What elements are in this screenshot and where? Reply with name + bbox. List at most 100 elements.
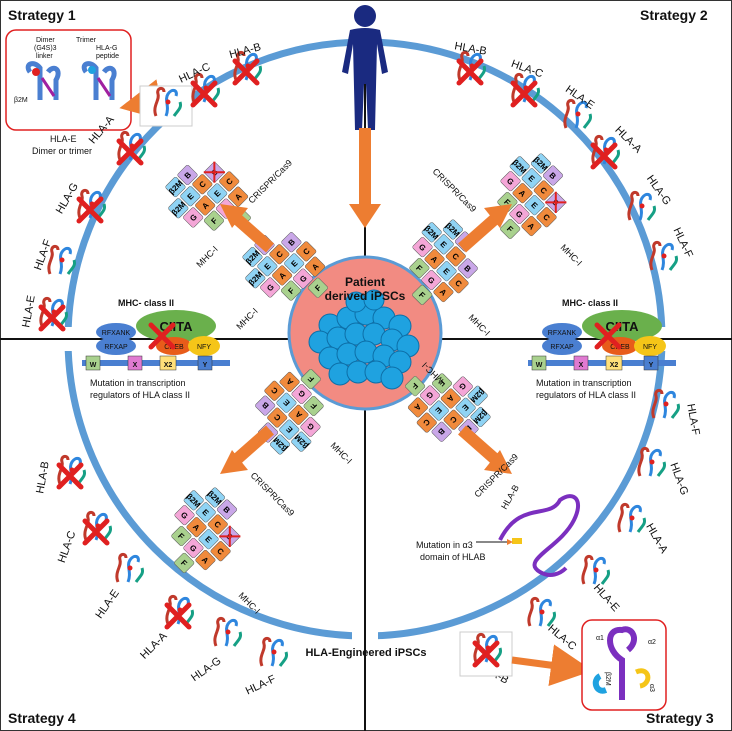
gene-block [165, 177, 186, 198]
gene-block-label: B [221, 505, 232, 516]
mhc-i-label-s2-outer: MHC-I [559, 242, 584, 267]
gene-block-label: F [309, 401, 319, 411]
mhc-ii-right-title: MHC- class II [562, 298, 618, 308]
gene-block-label: E [281, 397, 292, 408]
gene-block [207, 183, 228, 204]
gene-block-label: A [233, 192, 244, 203]
gene-block-label: F [209, 216, 219, 226]
gene-block-label: B [436, 426, 447, 437]
crispr-label-s1: CRISPR/Cas9 [246, 158, 294, 206]
gene-block-label: C [224, 176, 235, 187]
s2-hla-f-label: HLA-F [671, 226, 695, 260]
gene-block [412, 284, 433, 305]
gene-block-label: G [179, 510, 190, 521]
gene-block [500, 218, 521, 239]
inset3-a3-label: α3 [648, 684, 655, 692]
crispr-label-s4: CRISPR/Cas9 [249, 470, 297, 518]
gene-block-label: F [176, 531, 186, 541]
strategy-4-title: Strategy 4 [8, 710, 76, 726]
strategy-1-title: Strategy 1 [8, 7, 76, 23]
inset1-g4s-label: (G4S)3 [34, 45, 57, 52]
gene-knockout-mark [545, 201, 567, 204]
gene-block [195, 502, 216, 523]
gene-block [305, 256, 326, 277]
gene-block-label: F [179, 558, 189, 568]
gene-block [445, 246, 466, 267]
gene-block-label: E [186, 191, 197, 202]
mhc-ii-right-caption2: regulators of HLA class II [536, 390, 636, 400]
gene-block [195, 550, 216, 571]
gene-block-label: G [505, 176, 516, 187]
gene-block-label: C [272, 412, 283, 423]
mhc-ii-left-nfy: NFY [197, 344, 211, 351]
mhc-i-label-s1-outer: MHC-I [194, 244, 219, 269]
hla-b-alpha3-mutation: HLA-B Mutation in α3 domain of HLAB [416, 483, 580, 577]
gene-block [412, 237, 433, 258]
gene-block-label: C [274, 249, 285, 260]
gene-block [296, 241, 317, 262]
gene-block-label: A [277, 270, 288, 281]
inset1-dimer-label: Dimer [36, 37, 55, 44]
mhc-ii-right-nfy: NFY [643, 344, 657, 351]
inset1-trimer-label: Trimer [76, 37, 97, 44]
inset3-a1-label: α1 [596, 635, 604, 642]
s3-hla-c-label: HLA-C [545, 622, 578, 652]
inset1-caption2: Dimer or trimer [32, 146, 92, 156]
gene-block [303, 395, 324, 417]
center-label-line2: derived iPSCs [325, 289, 406, 303]
mhc-ii-right-box-x: X [579, 362, 584, 369]
gene-block [204, 487, 225, 508]
mhc-ii-right-caption1: Mutation in transcription [536, 378, 632, 388]
gene-block-label: C [197, 179, 208, 190]
gene-block [431, 373, 453, 394]
mhc-ii-left-title: MHC- class II [118, 298, 174, 308]
inset-hla-b-structure: α1 α2 α3 β2M [581, 619, 667, 711]
s4-hla-c-label: HLA-C [56, 529, 79, 564]
crispr-label-s2: CRISPR/Cas9 [431, 166, 479, 214]
gene-block [433, 282, 454, 303]
mhc-ii-left-box-w: W [90, 362, 97, 369]
gene-block [500, 171, 521, 192]
inset3-a2-label: α2 [648, 639, 656, 646]
inset1-b2m-label: β2M [14, 97, 28, 104]
inset-hla-e-dimer-trimer: Dimer (G4S)3 linker Trimer HLA-G peptide… [5, 29, 132, 156]
gene-block-label: G [514, 209, 525, 220]
inset3-source-box [459, 631, 513, 677]
strategy-4-hla-molecules: HLA-B HLA-C HLA-E HLA-A HLA-G HLA-F [34, 454, 289, 697]
gene-block-label: E [284, 424, 295, 435]
gene-block-label: G [424, 390, 435, 401]
gene-block-label: E [289, 258, 300, 269]
s3-hla-g-label: HLA-G [667, 461, 690, 497]
gene-block [457, 258, 478, 279]
gene-block [269, 244, 290, 265]
gene-block [448, 273, 469, 294]
s2-hla-g-label: HLA-G [644, 173, 673, 207]
gene-block-label: G [305, 421, 316, 432]
gene-block [533, 180, 554, 201]
gene-block [174, 505, 195, 526]
gene-block-label: G [417, 242, 428, 253]
gene-block [416, 412, 437, 433]
mhc-ii-right-box-y: Y [649, 362, 654, 369]
gene-block [216, 499, 237, 520]
gene-block-label: C [212, 519, 223, 530]
s3-hla-a-label: HLA-A [643, 521, 670, 556]
arrow-to-inset3-icon [511, 644, 593, 687]
mhc-ii-left-box-x: X [133, 362, 138, 369]
gene-block-clusters: β2MBβ2MECBGAECFGAFβ2MBβ2MECBGAECFGAFβ2MB… [165, 153, 567, 573]
gene-block [407, 397, 428, 418]
mhc-i-label-s2-inner: MHC-I [467, 312, 492, 337]
gene-block-label: F [286, 286, 296, 296]
diagonal-arrows [220, 204, 512, 474]
gene-block [272, 265, 293, 286]
gene-block-label: A [445, 393, 456, 404]
s3-mutation-hlab-label: HLA-B [499, 483, 521, 511]
gene-block [452, 376, 473, 397]
gene-block [307, 277, 328, 298]
gene-block [171, 525, 192, 547]
gene-block-label: C [421, 417, 432, 428]
gene-block-label: C [448, 414, 459, 425]
gene-block [183, 538, 204, 559]
gene-block-label: G [426, 275, 437, 286]
